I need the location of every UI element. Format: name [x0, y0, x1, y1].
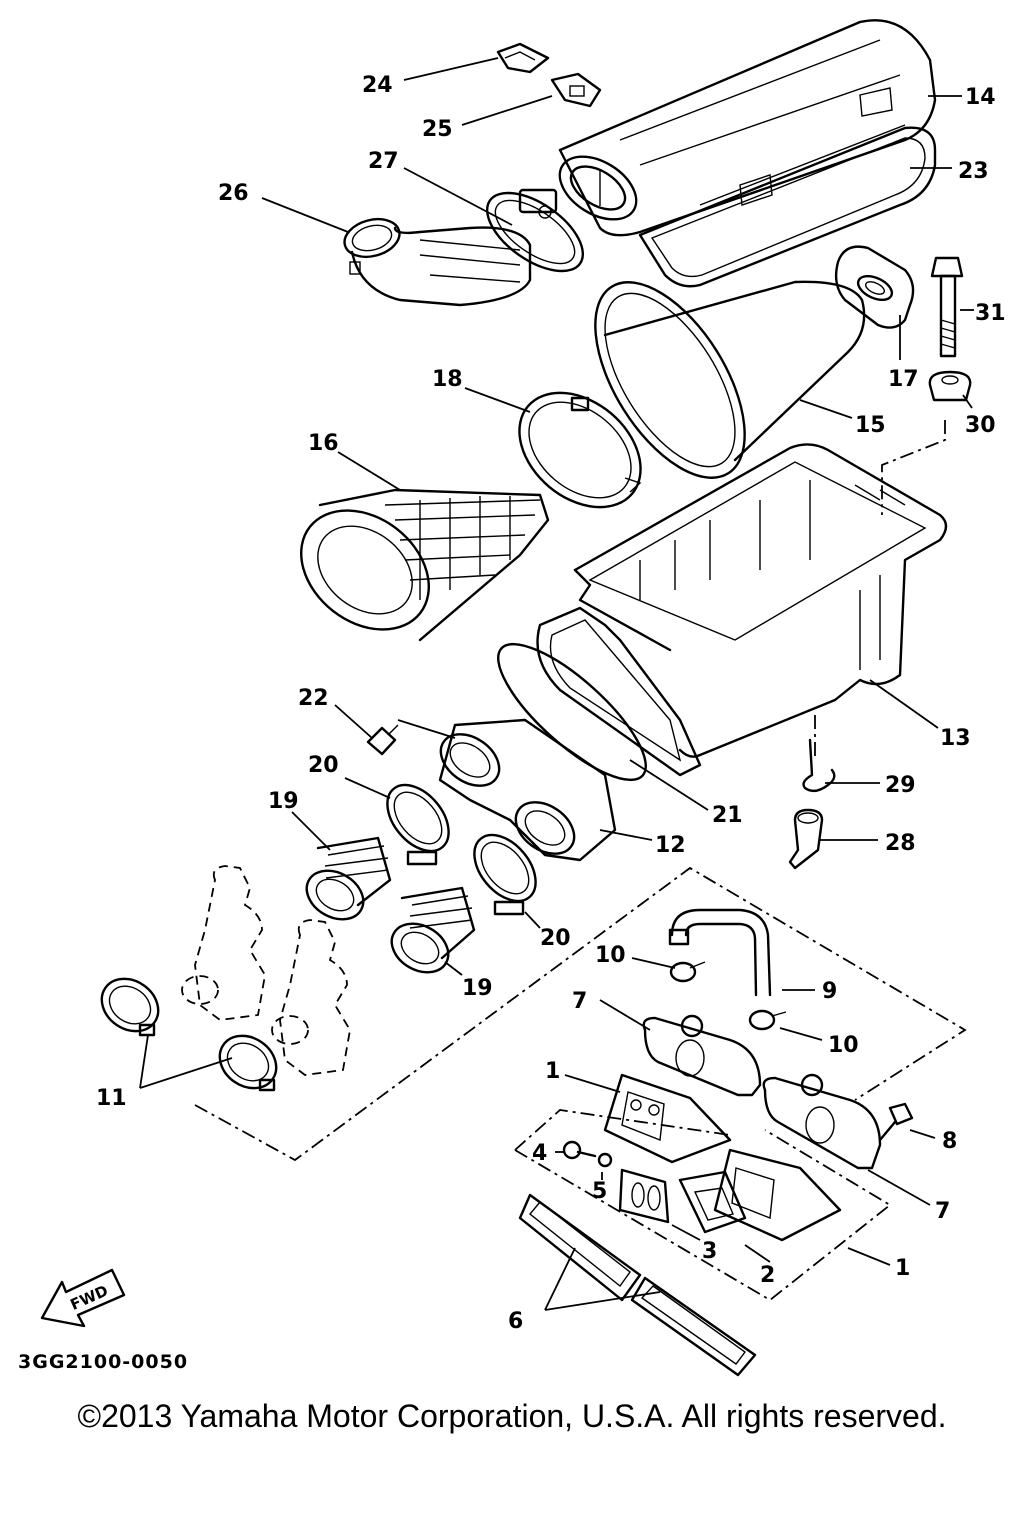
callout-30: 30 [965, 413, 996, 438]
callout-8: 8 [942, 1129, 957, 1154]
part-23-gasket [638, 126, 937, 288]
part-20-clamp-lower [473, 833, 537, 916]
part-13-case [536, 443, 948, 777]
callout-24: 24 [362, 73, 393, 98]
callout-2: 2 [760, 1263, 775, 1288]
callout-5: 5 [592, 1179, 607, 1204]
callout-20-lower: 20 [540, 926, 571, 951]
part-19-boot-lower [390, 886, 476, 974]
fwd-arrow-icon: FWD [40, 1268, 126, 1328]
part-31-bolt [930, 256, 964, 358]
callout-11: 11 [96, 1086, 127, 1111]
part-2-stopper [678, 1170, 747, 1234]
exploded-view-svg: FWD 24 25 27 26 14 23 31 17 30 15 18 16 … [18, 19, 1006, 1377]
callout-17: 17 [888, 367, 919, 392]
part-16-element-cage [300, 488, 550, 642]
callout-26: 26 [218, 181, 249, 206]
part-25-damper [550, 72, 602, 108]
callout-3: 3 [702, 1239, 717, 1264]
callout-10-upper: 10 [595, 943, 626, 968]
part-10-clip-a [669, 961, 706, 983]
part-27-band [485, 188, 585, 273]
part-6-gasket-a [518, 1193, 642, 1302]
callout-1-lower: 1 [895, 1256, 910, 1281]
diagram-code: 3GG2100-0050 [18, 1351, 188, 1373]
callout-19-upper: 19 [268, 789, 299, 814]
leader-lines [139, 57, 974, 1311]
callout-1-upper: 1 [545, 1059, 560, 1084]
callout-13: 13 [940, 726, 971, 751]
part-22-screw [366, 724, 399, 756]
callout-18: 18 [432, 367, 463, 392]
callout-15: 15 [855, 413, 886, 438]
callout-31: 31 [975, 301, 1006, 326]
part-19-boot-upper [305, 836, 392, 921]
part-11-clamp-b [218, 1034, 278, 1092]
part-26-joint [343, 217, 532, 307]
part-21-o-ring [497, 642, 647, 782]
callout-7-upper: 7 [572, 989, 587, 1014]
callout-25: 25 [422, 117, 453, 142]
part-4-screw [562, 1140, 597, 1160]
callout-12: 12 [655, 833, 686, 858]
part-1-reed-valve-upper [603, 1073, 732, 1164]
callout-29: 29 [885, 773, 916, 798]
callout-22: 22 [298, 686, 329, 711]
part-20-clamp-upper [386, 783, 450, 866]
callout-16: 16 [308, 431, 339, 456]
part-10-clip-b [748, 1009, 787, 1031]
part-7-holder-upper [642, 1014, 762, 1097]
part-3-reed-plate [618, 1168, 670, 1224]
callout-6: 6 [508, 1309, 523, 1334]
part-30-grommet [928, 370, 972, 402]
callout-10-lower: 10 [828, 1033, 859, 1058]
part-9-pipe [668, 908, 772, 997]
callout-20-upper: 20 [308, 753, 339, 778]
callout-19-lower: 19 [462, 976, 493, 1001]
part-14-air-box-cover [558, 19, 937, 237]
callout-28: 28 [885, 831, 916, 856]
copyright-notice: ©2013 Yamaha Motor Corporation, U.S.A. A… [77, 1398, 947, 1434]
part-6-gasket-b [630, 1276, 757, 1377]
part-24-clip [496, 42, 550, 74]
part-15-element [594, 280, 866, 479]
part-5-washer [597, 1152, 613, 1168]
callout-4: 4 [532, 1141, 547, 1166]
part-18-ring [518, 391, 642, 509]
callout-9: 9 [822, 979, 837, 1004]
part-28-drain [788, 808, 824, 870]
callout-27: 27 [368, 149, 399, 174]
carburetor-phantom [181, 865, 351, 1076]
callout-14: 14 [965, 85, 996, 110]
part-29-clamp [802, 738, 836, 793]
callout-labels: 24 25 27 26 14 23 31 17 30 15 18 16 13 2… [96, 73, 1006, 1334]
part-11-clamp-a [100, 977, 160, 1037]
part-17-cap [834, 245, 915, 329]
part-12-manifold [438, 718, 617, 862]
grouping-lines [194, 420, 967, 1302]
callout-21: 21 [712, 803, 743, 828]
part-7-holder-lower [762, 1073, 882, 1170]
callout-23: 23 [958, 159, 989, 184]
callout-7-lower: 7 [935, 1199, 950, 1224]
part-8-bolt [878, 1102, 914, 1142]
